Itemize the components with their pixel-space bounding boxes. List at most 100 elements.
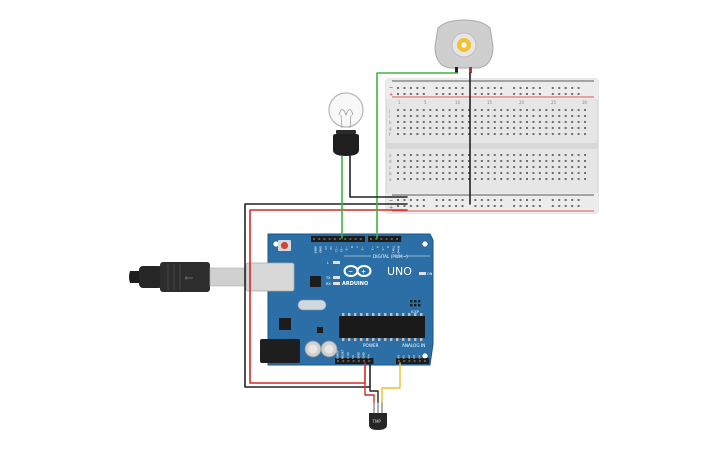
breadboard-hole[interactable]: [455, 154, 458, 156]
breadboard-hole[interactable]: [487, 133, 490, 135]
breadboard-hole[interactable]: [448, 199, 451, 201]
breadboard-hole[interactable]: [480, 121, 483, 123]
breadboard-hole[interactable]: [397, 127, 399, 129]
breadboard-hole[interactable]: [532, 199, 535, 201]
breadboard-hole[interactable]: [493, 133, 496, 135]
breadboard-hole[interactable]: [538, 205, 541, 207]
header-pin[interactable]: [352, 360, 355, 362]
breadboard-hole[interactable]: [493, 160, 496, 162]
breadboard-hole[interactable]: [571, 178, 574, 180]
breadboard-hole[interactable]: [403, 205, 406, 207]
breadboard-hole[interactable]: [403, 121, 406, 123]
breadboard-hole[interactable]: [429, 127, 432, 129]
breadboard-hole[interactable]: [455, 115, 458, 117]
breadboard-hole[interactable]: [532, 87, 535, 89]
breadboard-hole[interactable]: [545, 127, 548, 129]
breadboard-hole[interactable]: [506, 115, 509, 117]
breadboard-hole[interactable]: [397, 87, 399, 89]
breadboard-hole[interactable]: [577, 160, 580, 162]
breadboard-hole[interactable]: [442, 172, 445, 174]
light-bulb[interactable]: [328, 92, 364, 156]
breadboard-hole[interactable]: [455, 205, 458, 207]
breadboard-hole[interactable]: [551, 178, 554, 180]
breadboard-hole[interactable]: [474, 93, 477, 95]
breadboard-hole[interactable]: [538, 160, 541, 162]
breadboard-hole[interactable]: [448, 127, 451, 129]
breadboard-hole[interactable]: [532, 178, 535, 180]
header-pin[interactable]: [337, 360, 339, 362]
breadboard-hole[interactable]: [487, 127, 490, 129]
breadboard-hole[interactable]: [448, 121, 451, 123]
breadboard-hole[interactable]: [571, 93, 574, 95]
header-pin[interactable]: [370, 238, 372, 240]
breadboard-hole[interactable]: [442, 127, 445, 129]
breadboard-hole[interactable]: [519, 93, 522, 95]
breadboard-hole[interactable]: [416, 109, 419, 111]
breadboard-hole[interactable]: [442, 160, 445, 162]
header-pin[interactable]: [380, 238, 383, 240]
breadboard-hole[interactable]: [474, 178, 477, 180]
breadboard-hole[interactable]: [409, 172, 412, 174]
breadboard-hole[interactable]: [551, 205, 554, 207]
breadboard-hole[interactable]: [532, 133, 535, 135]
breadboard-hole[interactable]: [551, 154, 554, 156]
breadboard-hole[interactable]: [474, 115, 477, 117]
breadboard[interactable]: − + − + 1 5 10 15 20 25 30 j i h g f e d…: [385, 78, 599, 214]
breadboard-hole[interactable]: [551, 199, 554, 201]
breadboard-hole[interactable]: [455, 160, 458, 162]
breadboard-hole[interactable]: [513, 121, 516, 123]
breadboard-hole[interactable]: [538, 121, 541, 123]
breadboard-hole[interactable]: [403, 109, 406, 111]
header-pin[interactable]: [359, 238, 362, 240]
breadboard-hole[interactable]: [577, 154, 580, 156]
breadboard-hole[interactable]: [551, 166, 554, 168]
breadboard-hole[interactable]: [416, 133, 419, 135]
breadboard-hole[interactable]: [500, 109, 503, 111]
breadboard-hole[interactable]: [409, 121, 412, 123]
breadboard-hole[interactable]: [564, 109, 567, 111]
breadboard-hole[interactable]: [532, 127, 535, 129]
breadboard-hole[interactable]: [448, 154, 451, 156]
breadboard-hole[interactable]: [577, 87, 580, 89]
breadboard-hole[interactable]: [500, 178, 503, 180]
breadboard-hole[interactable]: [513, 133, 516, 135]
breadboard-hole[interactable]: [545, 160, 548, 162]
breadboard-hole[interactable]: [448, 93, 451, 95]
breadboard-hole[interactable]: [513, 199, 516, 201]
breadboard-hole[interactable]: [422, 115, 425, 117]
breadboard-hole[interactable]: [474, 166, 477, 168]
arduino-uno[interactable]: ICSP − + ARDUINO UNO DIGITAL (PWM~) L TX…: [245, 233, 434, 366]
breadboard-hole[interactable]: [467, 109, 470, 111]
breadboard-hole[interactable]: [467, 127, 470, 129]
breadboard-hole[interactable]: [519, 127, 522, 129]
breadboard-hole[interactable]: [487, 160, 490, 162]
breadboard-hole[interactable]: [487, 172, 490, 174]
breadboard-hole[interactable]: [571, 166, 574, 168]
breadboard-hole[interactable]: [416, 199, 419, 201]
breadboard-hole[interactable]: [455, 199, 458, 201]
breadboard-hole[interactable]: [442, 115, 445, 117]
breadboard-hole[interactable]: [506, 154, 509, 156]
breadboard-hole[interactable]: [577, 115, 580, 117]
breadboard-hole[interactable]: [571, 121, 574, 123]
breadboard-hole[interactable]: [409, 109, 412, 111]
breadboard-hole[interactable]: [500, 166, 503, 168]
breadboard-hole[interactable]: [538, 133, 541, 135]
header-pin[interactable]: [354, 238, 357, 240]
breadboard-hole[interactable]: [422, 199, 425, 201]
breadboard-hole[interactable]: [551, 172, 554, 174]
breadboard-hole[interactable]: [403, 87, 406, 89]
breadboard-hole[interactable]: [493, 154, 496, 156]
breadboard-hole[interactable]: [558, 87, 561, 89]
breadboard-holes[interactable]: [397, 87, 587, 207]
breadboard-hole[interactable]: [558, 205, 561, 207]
breadboard-hole[interactable]: [538, 154, 541, 156]
breadboard-hole[interactable]: [409, 127, 412, 129]
breadboard-hole[interactable]: [435, 205, 438, 207]
breadboard-hole[interactable]: [564, 178, 567, 180]
breadboard-hole[interactable]: [577, 172, 580, 174]
header-pin[interactable]: [342, 360, 345, 362]
usb-cable[interactable]: ⭠: [129, 262, 247, 292]
